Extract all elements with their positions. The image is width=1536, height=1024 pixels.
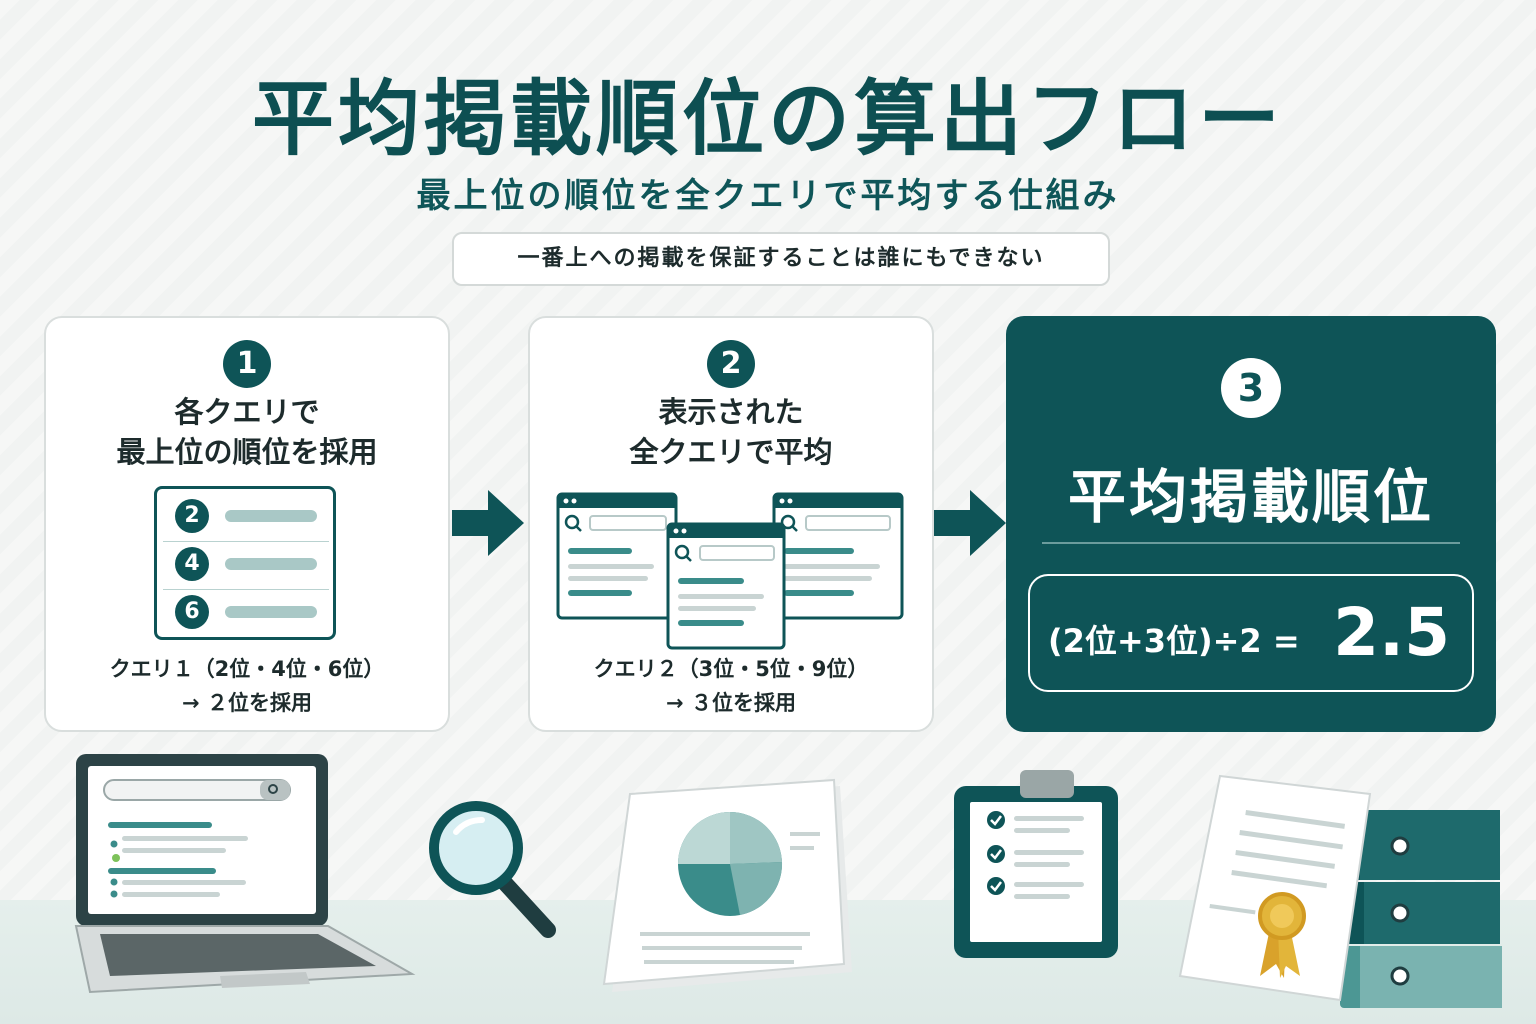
browser-window-icon	[556, 492, 678, 620]
formula-box: (2位+3位)÷2 = 2.5	[1028, 574, 1474, 692]
browser-window-icon	[772, 492, 904, 620]
step-3-number-badge: 3	[1221, 358, 1281, 418]
rank-divider	[163, 541, 329, 542]
arrow-right-icon	[452, 490, 524, 556]
rank-number: 6	[175, 595, 209, 629]
step-1-heading: 各クエリで 最上位の順位を採用	[46, 392, 448, 472]
rank-number: 2	[175, 499, 209, 533]
formula-result: 2.5	[1333, 594, 1450, 671]
magnifying-glass-icon	[429, 801, 556, 938]
step-1-heading-line-2: 最上位の順位を採用	[116, 435, 378, 469]
rank-list: 2 4 6	[154, 486, 336, 640]
rank-row: 4	[157, 541, 333, 587]
step-2-heading: 表示された 全クエリで平均	[530, 392, 932, 472]
step-2-caption: クエリ２（3位・5位・9位） → ３位を採用	[530, 652, 932, 720]
arrow-right-icon	[934, 490, 1006, 556]
step-1-caption-line-1: クエリ１（2位・4位・6位）	[109, 657, 385, 681]
step-2-heading-line-1: 表示された	[658, 395, 804, 429]
formula-expression: (2位+3位)÷2 =	[1048, 622, 1300, 660]
rank-divider	[163, 589, 329, 590]
step-1-number-badge: 1	[223, 340, 271, 388]
binders-icon	[1340, 810, 1502, 1008]
browser-window-icon	[666, 522, 786, 650]
step-1-caption-line-2: → ２位を採用	[182, 691, 312, 715]
laptop-icon	[74, 754, 416, 994]
step-1-heading-line-1: 各クエリで	[174, 395, 320, 429]
step-1-caption: クエリ１（2位・4位・6位） → ２位を採用	[46, 652, 448, 720]
search-icon	[780, 514, 796, 530]
page-title: 平均掲載順位の算出フロー	[251, 72, 1284, 167]
search-icon	[564, 514, 580, 530]
clipboard-checklist-icon	[954, 770, 1118, 958]
result-bar	[225, 606, 317, 618]
divider	[1042, 542, 1460, 544]
certificate-icon	[1178, 774, 1372, 1002]
step-2-number-badge: 2	[707, 340, 755, 388]
search-icon	[674, 544, 690, 560]
rank-row: 6	[157, 589, 333, 635]
page-subtitle: 最上位の順位を全クエリで平均する仕組み	[416, 176, 1120, 216]
disclaimer-note: 一番上への掲載を保証することは誰にもできない	[452, 232, 1110, 286]
step-2-caption-line-1: クエリ２（3位・5位・9位）	[593, 657, 869, 681]
step-2-card: 2 表示された 全クエリで平均	[528, 316, 934, 732]
step-2-heading-line-2: 全クエリで平均	[629, 435, 833, 469]
pie-chart-document-icon	[602, 778, 852, 992]
rank-row: 2	[157, 493, 333, 539]
step-1-card: 1 各クエリで 最上位の順位を採用 2 4 6 クエリ１（2位・4位・6位） →…	[44, 316, 450, 732]
result-bar	[225, 510, 317, 522]
browser-windows-illustration	[556, 492, 904, 650]
step-2-caption-line-2: → ３位を採用	[666, 691, 796, 715]
rank-number: 4	[175, 547, 209, 581]
step-3-heading: 平均掲載順位	[1067, 463, 1434, 531]
result-bar	[225, 558, 317, 570]
step-3-card: 3 平均掲載順位 (2位+3位)÷2 = 2.5	[1006, 316, 1496, 732]
